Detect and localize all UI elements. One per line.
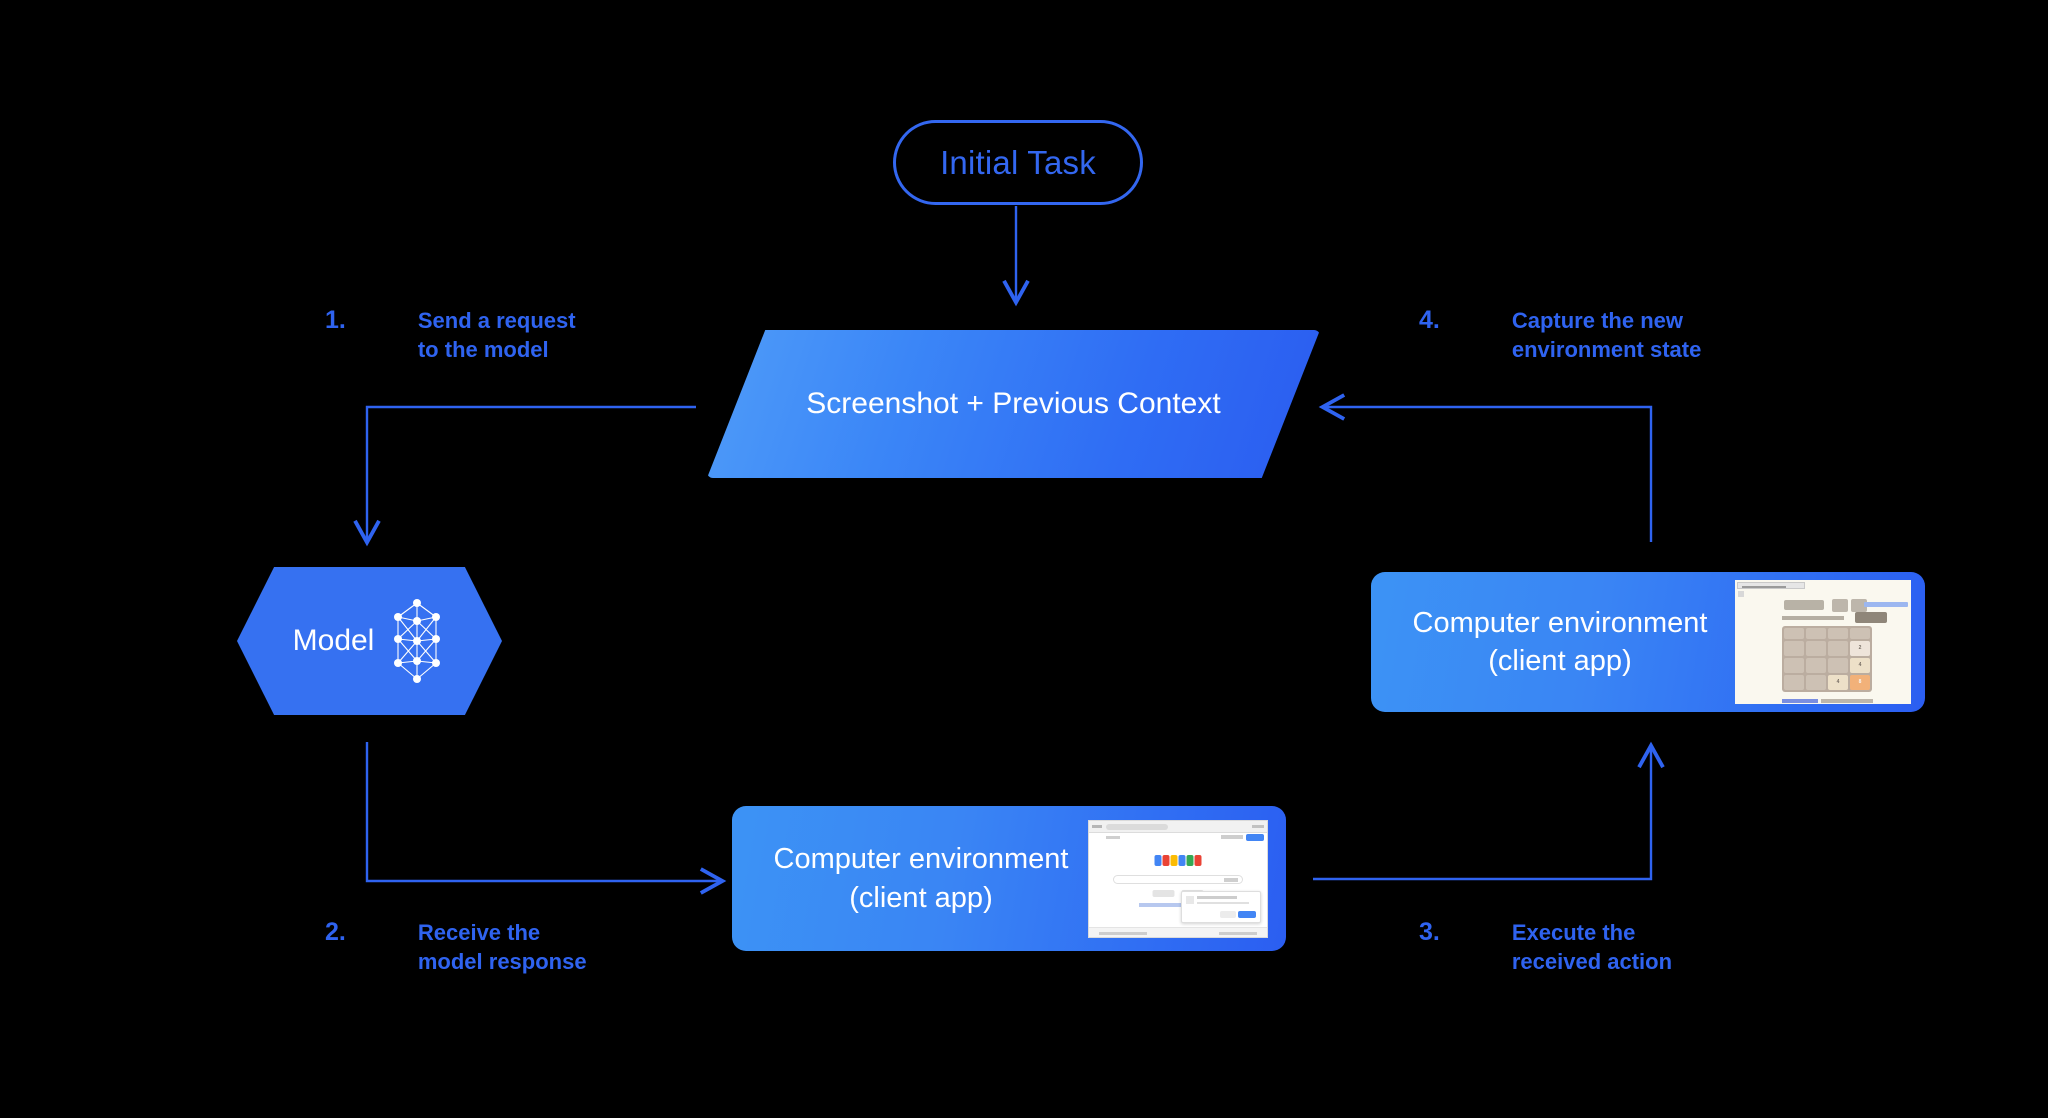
- env-node-right-label: Computer environment (client app): [1412, 606, 1708, 677]
- thumb-links: [1864, 602, 1908, 607]
- context-node-shape: [707, 330, 1320, 478]
- thumb-score-box: [1832, 599, 1848, 612]
- neural-network-icon: [394, 599, 441, 683]
- thumb-best-box: [1851, 599, 1867, 612]
- initial-task-node[interactable]: Initial Task: [893, 120, 1143, 205]
- thumb-browser-chrome: [1089, 821, 1267, 833]
- model-node-shape: [237, 567, 502, 715]
- thumbnail-google: [1088, 820, 1268, 938]
- step-3-text: Execute the received action: [1511, 920, 1673, 975]
- step-3-number: 3.: [1419, 918, 1440, 946]
- thumb-search-input: [1113, 875, 1243, 884]
- thumb-subtitle: [1782, 616, 1844, 620]
- step-4: 4. Capture the new environment state: [1419, 306, 1701, 365]
- thumb-language-links: [1139, 903, 1217, 907]
- step-2: 2. Receive the model response: [325, 918, 587, 977]
- google-logo-icon: [1154, 855, 1202, 866]
- thumb-signin-button: [1246, 834, 1264, 841]
- thumb-window-bar: [1737, 582, 1805, 589]
- context-node-label: Screenshot + Previous Context: [806, 387, 1221, 421]
- step-1-text: Send a request to the model: [417, 308, 576, 363]
- model-node-content: Model: [237, 567, 502, 715]
- env-node-bottom-label: Computer environment (client app): [773, 843, 1069, 914]
- thumb-page-footer: [1089, 927, 1267, 937]
- model-node-label: Model: [292, 624, 375, 657]
- step-4-text: Capture the new environment state: [1511, 308, 1702, 363]
- env-node-bottom[interactable]: Computer environment (client app): [732, 806, 1286, 951]
- step-1-number: 1.: [325, 306, 346, 334]
- thumb-topright-links: [1221, 835, 1243, 839]
- thumb-tab-icon: [1738, 591, 1744, 597]
- initial-task-label: Initial Task: [940, 143, 1096, 181]
- step-2-number: 2.: [325, 918, 346, 946]
- thumb-new-game-button: [1855, 612, 1887, 623]
- step-4-number: 4.: [1419, 306, 1440, 334]
- thumb-footer-link: [1782, 699, 1818, 703]
- step-3: 3. Execute the received action: [1419, 918, 1672, 977]
- thumb-bookmark-row: [1106, 836, 1120, 839]
- model-node[interactable]: Model: [237, 567, 502, 715]
- context-node[interactable]: Screenshot + Previous Context: [707, 330, 1320, 478]
- thumb-footer-text: [1821, 699, 1873, 703]
- thumb-dialog: [1181, 891, 1261, 923]
- step-2-text: Receive the model response: [417, 920, 587, 975]
- step-1: 1. Send a request to the model: [325, 306, 576, 365]
- thumb-2048-title: [1784, 600, 1824, 610]
